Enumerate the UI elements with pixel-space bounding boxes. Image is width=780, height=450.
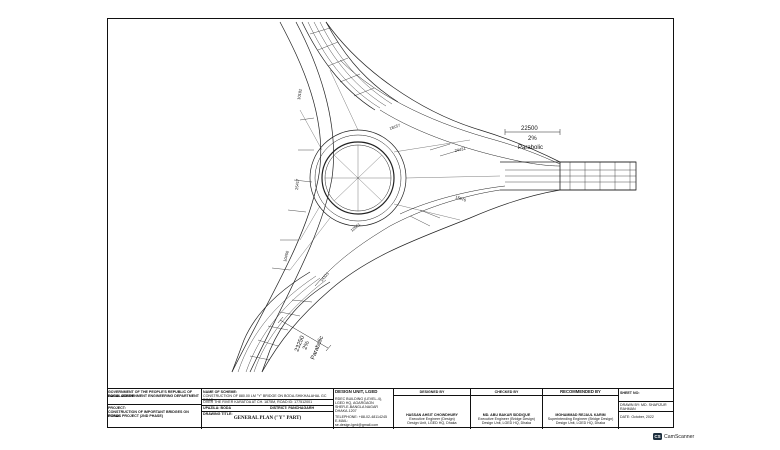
district: DISTRICT: PANCHAGARH (270, 406, 315, 410)
upper-right-curve (325, 21, 561, 163)
design-unit-email: E-MAIL: se.design.lged@gmail.com (335, 419, 379, 428)
designed-by-label: DESIGNED BY (419, 390, 445, 394)
chainage-label: 10450 (282, 249, 290, 262)
design-unit-line3: SHER-E-BANGLA NAGAR (335, 405, 378, 409)
recommended-by-cell: RECOMMENDED BY MOHAMMAD REJAUL KARIM Sup… (542, 389, 618, 429)
project-line2: ROADS PROJECT (2ND PHASE) (108, 414, 163, 418)
recommended-by-name: MOHAMMAD REJAUL KARIM (555, 413, 606, 417)
chainage-label: 18157 (389, 122, 402, 131)
chainage-label: 15876 (455, 194, 468, 203)
design-unit-line2: LGED HQ, AGARGAON (335, 401, 374, 405)
scheme-line1: CONSTRUCTION OF 880.00 LM "Y" BRIDGE ON … (203, 394, 327, 403)
design-unit-line4: DHAKA-1207 (335, 409, 357, 413)
designed-by-title: Executive Engineer (Design) (409, 417, 455, 421)
roundabout-island (321, 141, 395, 215)
design-unit-cell: DESIGN UNIT, LGED RDEC BUILDING (LEVEL-4… (333, 389, 393, 429)
chainage-label: 25417 (294, 178, 300, 190)
drawing-title-label: DRAWING TITLE: (203, 412, 233, 416)
checked-by-label: CHECKED BY (494, 390, 519, 394)
checked-by-name: MD. ABU BAKAR SIDDIQUE (482, 413, 531, 417)
scheme-cell: NAME OF SCHEME: CONSTRUCTION OF 880.00 L… (201, 389, 333, 429)
left-inner-edge (249, 21, 334, 373)
drawing-sheet-border (107, 18, 674, 428)
camscanner-watermark: CS CamScanner (653, 433, 694, 440)
title-block: GOVERNMENT OF THE PEOPLE'S REPUBLIC OF B… (107, 388, 674, 429)
project-label: PROJECT: (108, 406, 126, 410)
project-line1: CONSTRUCTION OF IMPORTANT BRIDGES ON RUR… (108, 410, 189, 419)
chainage-label: 12661 (349, 221, 361, 232)
chainage-label: 24431 (454, 146, 467, 153)
checked-by-cell: CHECKED BY MD. ABU BAKAR SIDDIQUE Execut… (470, 389, 542, 429)
drawn-by: DRAWN BY: MD. SHAFIZUR RAHMAN (620, 403, 667, 412)
camscanner-label: CamScanner (664, 433, 695, 440)
right-dim-width: 22500 (521, 126, 538, 132)
right-dim-profile: Parabolic (518, 145, 543, 151)
top-arm-edge-b (325, 21, 399, 103)
recommended-by-label: RECOMMENDED BY (560, 389, 601, 394)
right-dim-slope: 2% (528, 136, 537, 142)
sheet-date: DATE: October, 2022 (620, 415, 654, 419)
bottom-arm-edge-a (231, 271, 311, 373)
scheme-line2: OVER THE RIVER KARATOA AT CH. 1875M, ROA… (203, 400, 313, 404)
design-unit-title: DESIGN UNIT, LGED (335, 389, 378, 394)
design-unit-phone: TELEPHONE: +88-02-48114245 (335, 415, 387, 419)
right-dimension-line (504, 129, 561, 135)
designed-by-office: Design Unit, LGED HQ, Dhaka (407, 421, 457, 425)
recommended-by-title: Superintending Engineer (Bridge Design) (547, 417, 614, 421)
sheet-info-cell: SHEET NO: DRAWN BY: MD. SHAFIZUR RAHMAN … (618, 389, 674, 429)
recommended-by-office: Design Unit, LGED HQ, Dhaka (555, 421, 606, 425)
bottom-dimension-line (277, 316, 332, 352)
chainage-label: 14321 (319, 270, 330, 282)
designed-by-cell: DESIGNED BY HASSAN AHSIT CHOWDHURY Execu… (393, 389, 470, 429)
checked-by-title: Executive Engineer (Bridge Design) (478, 417, 535, 421)
bottom-dim-slope: 2% (302, 340, 311, 351)
authority-line2: LOCAL GOVERNMENT ENGINEERING DEPARTMENT (108, 394, 199, 398)
scheme-label: NAME OF SCHEME: (203, 390, 238, 394)
sheet-no: SHEET NO: (620, 391, 640, 395)
chainage-label: 10182 (296, 88, 303, 101)
designed-by-name: HASSAN AHSIT CHOWDHURY (406, 413, 458, 417)
authority-cell: GOVERNMENT OF THE PEOPLE'S REPUBLIC OF B… (107, 389, 201, 429)
upazila: UPAZILA: BODA (203, 406, 232, 410)
drawing-title: GENERAL PLAN ("Y" PART) (233, 416, 302, 421)
camscanner-icon: CS (653, 433, 662, 440)
bottom-arm-edge-b (261, 281, 331, 373)
left-outer-edge (231, 21, 322, 373)
authority-line1: GOVERNMENT OF THE PEOPLE'S REPUBLIC OF B… (108, 390, 193, 399)
checked-by-office: Design Unit, LGED HQ, Dhaka (481, 421, 532, 425)
top-arm-edge-a (301, 21, 376, 111)
design-unit-line1: RDEC BUILDING (LEVEL-4), (335, 397, 382, 401)
